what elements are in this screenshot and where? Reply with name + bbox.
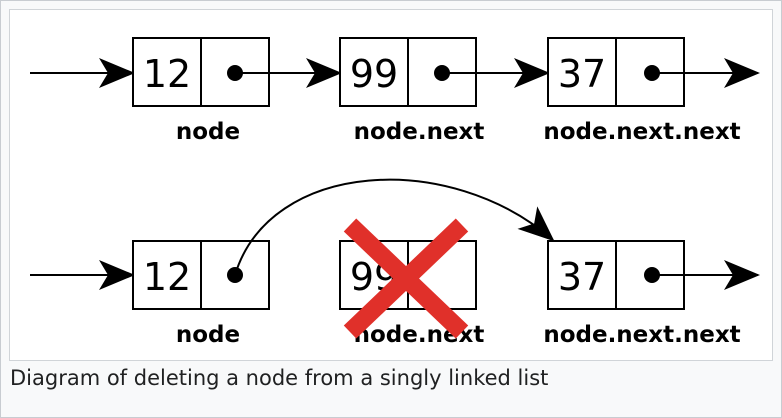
bottom-node-1: 12 node bbox=[132, 240, 270, 348]
delete-x-icon bbox=[343, 218, 469, 339]
bottom-node-3-value: 37 bbox=[558, 255, 606, 299]
bottom-node-2-deleted: 99 node.next bbox=[339, 218, 484, 348]
top-node-1-label: node bbox=[176, 119, 240, 145]
top-node-1: 12 node bbox=[132, 37, 270, 145]
bottom-node-1-label: node bbox=[176, 322, 240, 348]
bypass-link-arrow bbox=[234, 178, 555, 276]
top-node-3-value: 37 bbox=[558, 52, 606, 96]
top-node-2-value: 99 bbox=[350, 52, 398, 96]
top-node-3-label: node.next.next bbox=[543, 119, 740, 145]
figure-caption: Diagram of deleting a node from a singly… bbox=[10, 366, 549, 390]
top-node-3: 37 node.next.next bbox=[543, 37, 741, 145]
top-node-2-label: node.next bbox=[354, 119, 485, 145]
top-node-1-value: 12 bbox=[143, 52, 191, 96]
bottom-node-3: 37 node.next.next bbox=[543, 240, 741, 348]
bottom-node-3-label: node.next.next bbox=[543, 322, 740, 348]
bottom-node-1-value: 12 bbox=[143, 255, 191, 299]
top-node-2: 99 node.next bbox=[339, 37, 485, 145]
